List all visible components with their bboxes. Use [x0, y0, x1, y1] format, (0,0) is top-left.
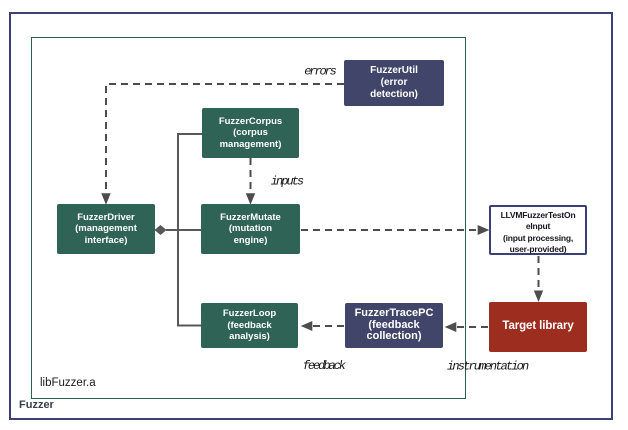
svg-text:errors: errors: [304, 65, 337, 79]
svg-text:inputs: inputs: [271, 175, 304, 189]
svg-text:feedback: feedback: [303, 359, 347, 373]
svg-text:instrumentation: instrumentation: [447, 359, 529, 373]
